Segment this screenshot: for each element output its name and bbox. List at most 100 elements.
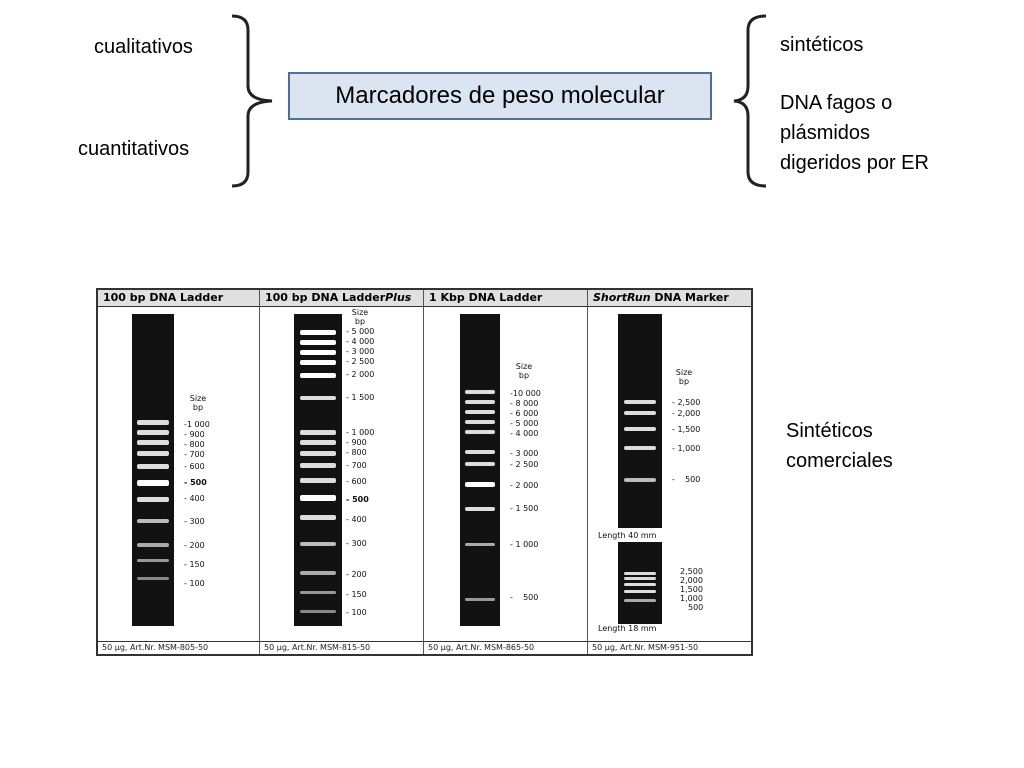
band [465, 543, 495, 546]
band [137, 451, 169, 456]
band-label: - 2 000 [346, 370, 375, 379]
band-label: - 600 [346, 477, 367, 486]
gel-lane [460, 314, 500, 626]
band-label: - 400 [346, 515, 367, 524]
band-label: - 500 [672, 475, 701, 484]
band [300, 350, 336, 355]
band-label: - 800 [346, 448, 367, 457]
band-label: - 3 000 [510, 449, 539, 458]
side-note-line1: Sintéticos [786, 420, 873, 442]
gel-lane-18mm [618, 542, 662, 624]
band-label: - 1 000 [346, 428, 375, 437]
panel-title: 100 bp DNA Ladder [98, 290, 259, 307]
band-label: - 400 [184, 494, 205, 503]
panel-footer: 50 µg, Art.Nr. MSM-865-50 [424, 641, 587, 654]
label-digested-line2: plásmidos [780, 122, 871, 144]
band-label: - 1 500 [510, 504, 539, 513]
band [624, 572, 656, 575]
left-brace [231, 14, 273, 188]
band-label: - 500 [510, 593, 539, 602]
band [300, 340, 336, 345]
band-label: -10 000 [510, 389, 541, 398]
gel-lane [294, 314, 342, 626]
title-box: Marcadores de peso molecular [288, 72, 712, 120]
band [465, 430, 495, 434]
band [465, 462, 495, 466]
band-label: - 300 [346, 539, 367, 548]
band [300, 440, 336, 445]
band [300, 463, 336, 468]
band [137, 464, 169, 469]
band-label: - 1 000 [510, 540, 539, 549]
label-digested-line1: DNA fagos o [780, 92, 893, 114]
band-label: - 2 000 [510, 481, 539, 490]
band-label: - 2 500 [346, 357, 375, 366]
band-label: - 150 [346, 590, 367, 599]
band [300, 478, 336, 483]
band-label: - 1,000 [672, 444, 701, 453]
band-label: - 3 000 [346, 347, 375, 356]
band-label: - 150 [184, 560, 205, 569]
band-label: - 5 000 [346, 327, 375, 336]
panel-footer: 50 µg, Art.Nr. MSM-815-50 [260, 641, 423, 654]
gel-lane-40mm [618, 314, 662, 528]
band-label: - 900 [184, 430, 205, 439]
side-note-line2: comerciales [786, 450, 893, 472]
band-label: 2,000 [680, 576, 703, 585]
band-label: 1,000 [680, 594, 703, 603]
band [465, 450, 495, 454]
band [300, 430, 336, 435]
panel-footer: 50 µg, Art.Nr. MSM-951-50 [588, 641, 751, 654]
band-label: - 600 [184, 462, 205, 471]
band [137, 543, 169, 547]
band [137, 497, 169, 502]
band-label: - 100 [346, 608, 367, 617]
length-label-bottom: Length 18 mm [598, 624, 657, 633]
band-label: - 300 [184, 517, 205, 526]
band [300, 330, 336, 335]
band-label: - 700 [184, 450, 205, 459]
band-label: - 200 [184, 541, 205, 550]
band-label: - 8 000 [510, 399, 539, 408]
band-label: - 200 [346, 570, 367, 579]
band [137, 430, 169, 435]
band-label: - 4 000 [346, 337, 375, 346]
band [624, 400, 656, 404]
band [137, 480, 169, 486]
band-label: - 4 000 [510, 429, 539, 438]
band [465, 482, 495, 487]
band [300, 591, 336, 594]
band [300, 610, 336, 613]
band-label: - 6 000 [510, 409, 539, 418]
band [624, 478, 656, 482]
band [465, 390, 495, 394]
label-digested-line3: digeridos por ER [780, 152, 929, 174]
band [300, 542, 336, 546]
band [624, 427, 656, 431]
band [465, 420, 495, 424]
band [137, 577, 169, 580]
gel-lane [132, 314, 174, 626]
band-label: 500 [688, 603, 704, 612]
band-label: - 2,500 [672, 398, 701, 407]
band [300, 515, 336, 520]
band [624, 583, 656, 586]
right-brace [733, 14, 767, 188]
band [300, 451, 336, 456]
band-label: - 5 000 [510, 419, 539, 428]
band [137, 519, 169, 523]
band [137, 440, 169, 445]
band-label: - 100 [184, 579, 205, 588]
label-quantitative: cuantitativos [78, 138, 190, 160]
band-label: - 2 500 [510, 460, 539, 469]
band [624, 446, 656, 450]
